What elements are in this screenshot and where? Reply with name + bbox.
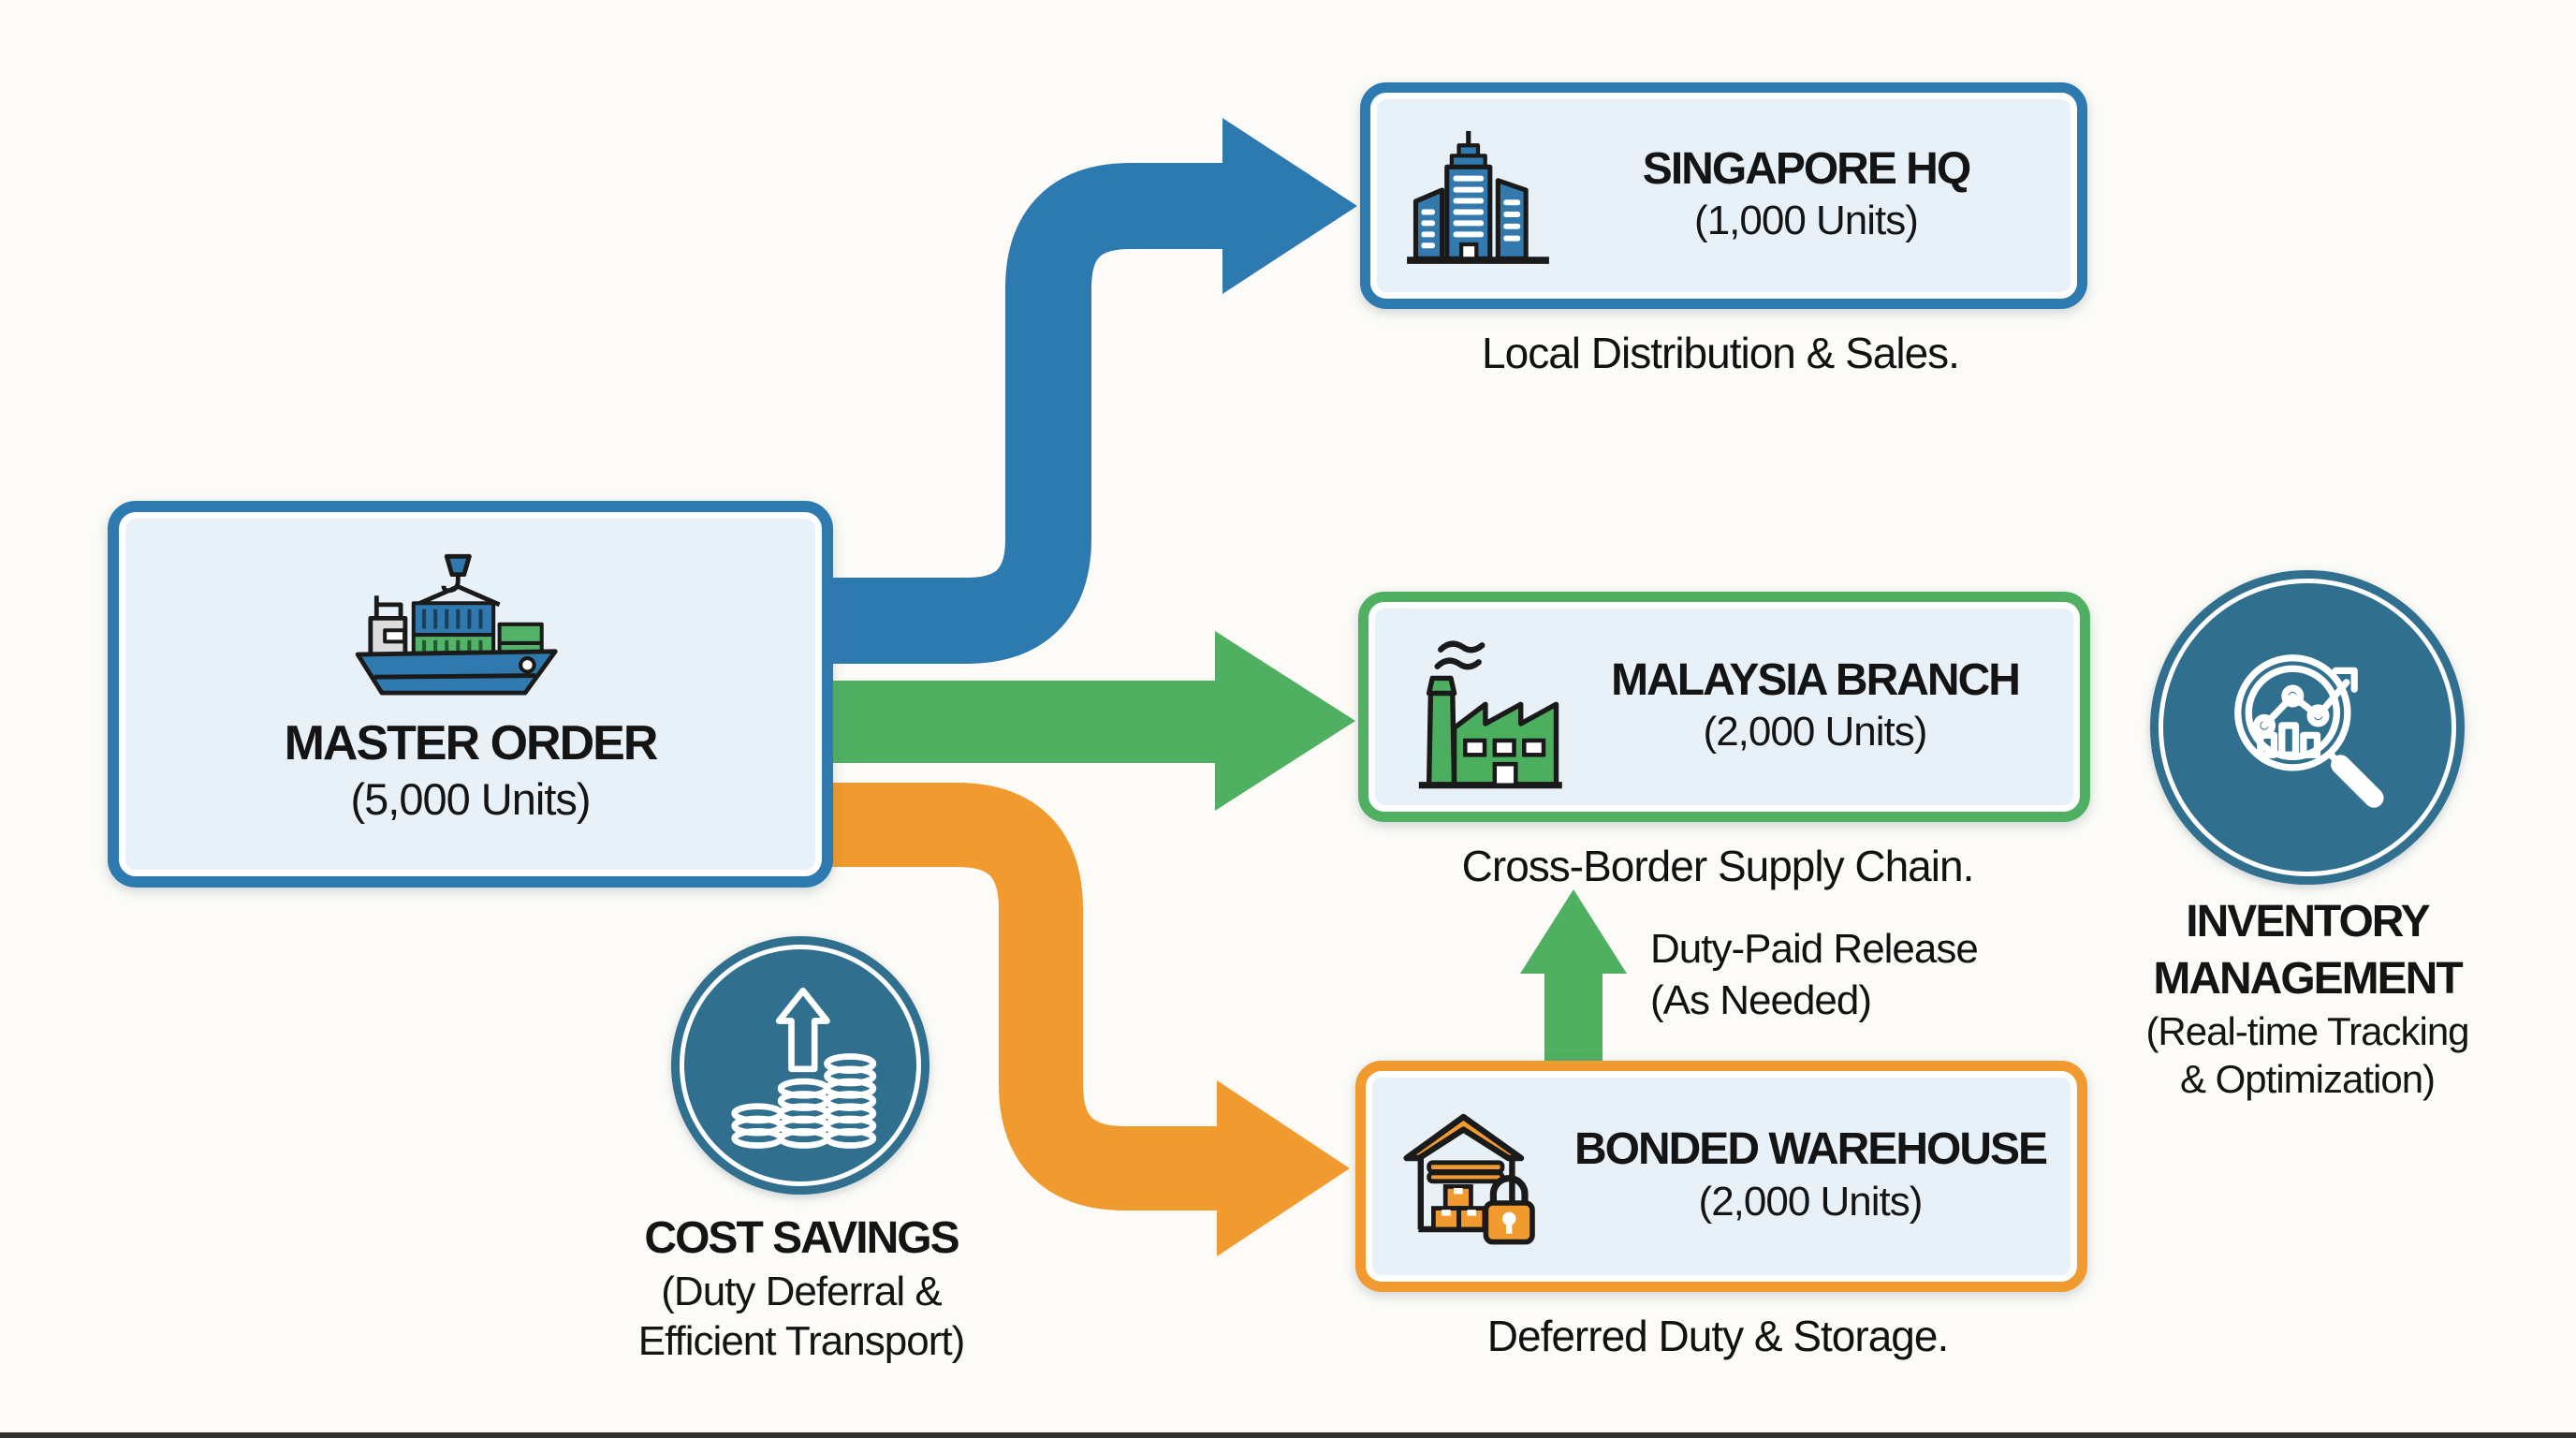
inventory-sub2: & Optimization) — [2179, 1057, 2436, 1101]
magnifier-analytics-icon — [2234, 654, 2384, 808]
badge-inner-ring — [680, 945, 921, 1186]
duty-release-note: Duty-Paid Release (As Needed) — [1650, 923, 1979, 1026]
duty-release-line2: (As Needed) — [1650, 977, 1872, 1023]
bonded-warehouse-box: BONDED WAREHOUSE (2,000 Units) — [1355, 1061, 2087, 1292]
singapore-units: (1,000 Units) — [1694, 198, 1919, 244]
inventory-management-badge — [2150, 570, 2465, 885]
bonded-warehouse-icon — [1403, 1113, 1535, 1244]
singapore-caption: Local Distribution & Sales. — [1482, 329, 1960, 377]
duty-release-line1: Duty-Paid Release — [1650, 926, 1979, 972]
badge-inner-ring — [2159, 579, 2456, 876]
malaysia-caption: Cross-Border Supply Chain. — [1461, 842, 1975, 890]
arrow-master-to-singapore — [816, 118, 1357, 664]
cost-savings-title: COST SAVINGS — [644, 1213, 959, 1263]
bottom-edge-line — [0, 1432, 2576, 1438]
singapore-title: SINGAPORE HQ — [1642, 143, 1971, 194]
coins-growth-icon — [731, 987, 877, 1149]
malaysia-branch-box: MALAYSIA BRANCH (2,000 Units) — [1358, 592, 2090, 822]
inventory-management-label: INVENTORY MANAGEMENT (Real-time Tracking… — [1980, 893, 2576, 1103]
master-order-box: MASTER ORDER (5,000 Units) — [108, 501, 833, 888]
office-buildings-icon — [1407, 130, 1549, 264]
master-order-units: (5,000 Units) — [350, 774, 591, 825]
inventory-sub1: (Real-time Tracking — [2145, 1009, 2469, 1053]
singapore-hq-box: SINGAPORE HQ (1,000 Units) — [1360, 82, 2087, 309]
arrow-bonded-to-malaysia — [1520, 889, 1627, 1063]
bonded-units: (2,000 Units) — [1698, 1178, 1924, 1225]
bonded-caption: Deferred Duty & Storage. — [1486, 1312, 1949, 1360]
cost-savings-sub2: Efficient Transport) — [637, 1318, 965, 1364]
malaysia-title: MALAYSIA BRANCH — [1611, 654, 2021, 705]
inventory-title-line2: MANAGEMENT — [2153, 954, 2463, 1004]
malaysia-units: (2,000 Units) — [1703, 709, 1928, 756]
master-order-title: MASTER ORDER — [284, 716, 659, 770]
cost-savings-sub1: (Duty Deferral & — [661, 1269, 942, 1314]
cargo-ship-icon — [355, 553, 558, 696]
cost-savings-badge — [671, 936, 929, 1195]
bonded-title: BONDED WAREHOUSE — [1573, 1124, 2048, 1175]
inventory-title-line1: INVENTORY — [2186, 897, 2430, 946]
arrow-master-to-bonded — [816, 783, 1350, 1256]
factory-icon — [1418, 640, 1562, 789]
arrow-master-to-malaysia — [816, 631, 1355, 811]
cost-savings-label: COST SAVINGS (Duty Deferral & Efficient … — [474, 1210, 1129, 1366]
